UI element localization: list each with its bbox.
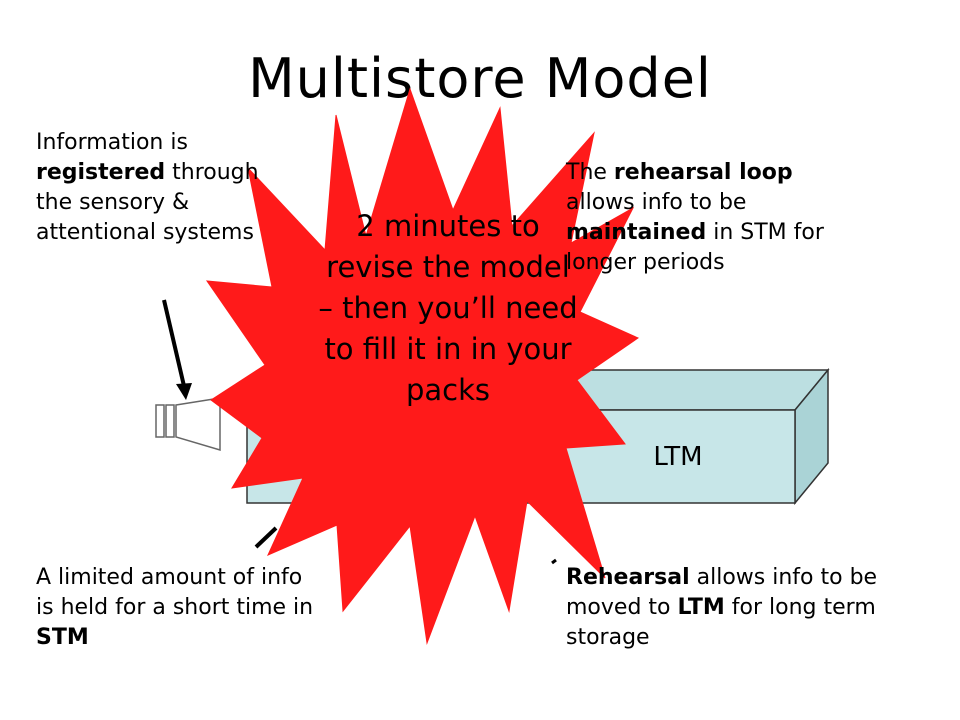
ltm-label: LTM (653, 442, 702, 472)
note-bold: rehearsal loop (613, 160, 793, 185)
slide-title: Multistore Model (248, 47, 712, 110)
note-bold: maintained (566, 220, 707, 245)
arrows (162, 299, 557, 565)
registration-arrow (162, 299, 186, 387)
note-text: allows info to be (566, 190, 747, 215)
note-bold: STM (36, 625, 89, 650)
starburst-message: 2 minutes to revise the model – then you… (318, 209, 578, 407)
note-text: through the sensory & attentional system… (36, 160, 259, 245)
note-rehearsal-loop: The rehearsal loop allows info to be mai… (566, 158, 866, 278)
note-text: Information is (36, 130, 188, 155)
note-text: for long term storage (566, 595, 876, 650)
stm-arrow (254, 526, 278, 549)
note-bold: LTM (677, 595, 725, 620)
note-text: allows info to be moved to (566, 565, 878, 620)
note-bold: registered (36, 160, 166, 185)
note-text: in STM for longer periods (566, 220, 824, 275)
note-stm: A limited amount of info is held for a s… (36, 563, 316, 653)
note-text: A limited amount of info is held for a s… (36, 565, 314, 620)
note-registration: Information is registered through the se… (36, 128, 276, 248)
note-text: The (566, 160, 607, 185)
note-rehearsal-ltm: Rehearsal allows info to be moved to LTM… (566, 563, 946, 653)
note-bold: Rehearsal (566, 565, 690, 590)
starburst-shape (205, 87, 640, 645)
